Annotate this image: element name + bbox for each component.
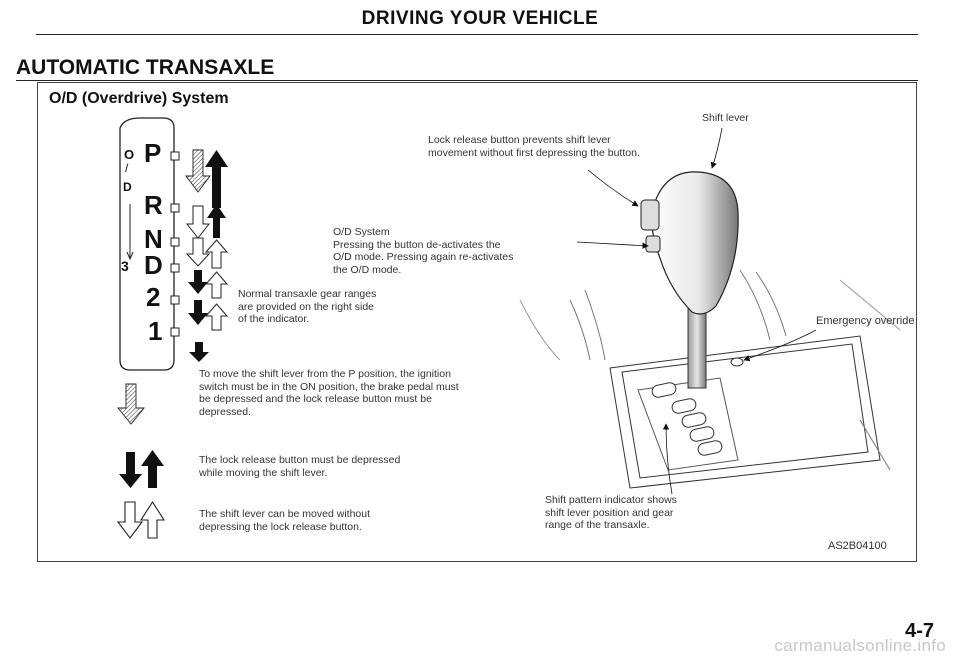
od-o-label: O	[124, 147, 135, 162]
move-from-p-caption: To move the shift lever from the P posit…	[199, 368, 459, 418]
legend-outline-down-arrow-icon	[116, 501, 144, 539]
gear-r-label: R	[144, 190, 163, 220]
legend-solid-down-arrow-icon	[119, 452, 142, 488]
solid-up-arrow-icon	[207, 204, 226, 238]
lock-release-button	[640, 199, 660, 231]
caption-line: The shift lever can be moved without	[199, 508, 371, 520]
shift-lever-knob	[640, 171, 739, 315]
solid-down-arrow-icon	[189, 342, 209, 362]
indicator-tabs	[170, 151, 180, 337]
caption-line: while moving the shift lever.	[199, 466, 328, 479]
caption-line: O/D System	[333, 226, 390, 238]
caption-line: Shift pattern indicator shows	[545, 494, 677, 506]
emergency-override-button	[730, 357, 744, 367]
lock-release-caption: Lock release button prevents shift lever…	[428, 134, 640, 159]
figure-code: AS2B04100	[828, 540, 887, 552]
normal-ranges-caption: Normal transaxle gear ranges are provide…	[238, 288, 376, 326]
caption-line: movement without first depressing the bu…	[428, 146, 640, 159]
gear-n-label: N	[144, 224, 163, 254]
subsection-title: O/D (Overdrive) System	[49, 90, 229, 107]
section-title: AUTOMATIC TRANSAXLE	[16, 56, 275, 79]
gear-indicator-panel	[119, 117, 180, 371]
caption-line: of the indicator.	[238, 313, 310, 325]
caption-line: Lock release button prevents shift lever	[428, 134, 611, 146]
caption-line: the O/D mode.	[333, 263, 402, 276]
od-slash-label: /	[125, 161, 129, 175]
outline-up-arrow-icon	[204, 303, 229, 331]
legend-outline-up-arrow-icon	[139, 500, 166, 539]
shift-pattern-caption: Shift pattern indicator shows shift leve…	[545, 494, 677, 532]
lock-depressed-caption: The lock release button must be depresse…	[199, 454, 400, 479]
shift-lever-caption: Shift lever	[702, 112, 749, 124]
no-depress-caption: The shift lever can be moved without dep…	[199, 508, 370, 533]
caption-line: Pressing the button de-activates the	[333, 238, 501, 251]
caption-line: Normal transaxle gear ranges	[238, 288, 377, 300]
od-system-caption: O/D System Pressing the button de-activa…	[333, 226, 513, 276]
emergency-override-caption: Emergency override	[816, 315, 915, 327]
figure-frame	[37, 82, 917, 562]
shift-pattern-indicator	[651, 382, 723, 456]
legend-solid-up-arrow-icon	[141, 450, 164, 488]
od-button	[645, 235, 661, 253]
gear-2-label: 2	[146, 282, 161, 312]
header-rule	[36, 34, 918, 35]
outline-down-arrow-icon	[185, 237, 211, 267]
page-header-title: DRIVING YOUR VEHICLE	[361, 8, 599, 29]
caption-line: are provided on the right side	[238, 300, 375, 313]
watermark: carmanualsonline.info	[774, 636, 946, 655]
gear-d-label: D	[144, 250, 163, 280]
solid-down-arrow-icon	[188, 300, 208, 325]
caption-line: switch must be in the ON position, the b…	[199, 380, 459, 393]
caption-line: To move the shift lever from the P posit…	[199, 368, 451, 380]
caption-line: be depressed and the lock release button…	[199, 393, 432, 405]
caption-line: O/D mode. Pressing again re-activates	[333, 251, 514, 263]
caption-line: range of the transaxle.	[545, 519, 650, 531]
outline-up-arrow-icon	[204, 271, 229, 299]
gear-p-label: P	[144, 138, 162, 168]
outline-up-arrow-icon	[204, 239, 229, 269]
hatched-down-arrow-icon	[185, 149, 211, 193]
od-d-label: D	[123, 180, 132, 194]
outline-down-arrow-icon	[185, 205, 211, 239]
solid-up-arrow-icon	[205, 150, 228, 208]
solid-down-arrow-icon	[188, 270, 208, 294]
caption-line: depressed.	[199, 405, 251, 418]
page-number: 4-7	[905, 620, 934, 642]
caption-line: depressing the lock release button.	[199, 520, 362, 533]
caption-line: shift lever position and gear	[545, 506, 674, 519]
legend-hatched-down-arrow-icon	[117, 383, 145, 425]
section-rule	[16, 80, 918, 81]
three-label: 3	[121, 258, 129, 274]
caption-line: The lock release button must be depresse…	[199, 454, 401, 466]
gear-1-label: 1	[148, 316, 163, 346]
